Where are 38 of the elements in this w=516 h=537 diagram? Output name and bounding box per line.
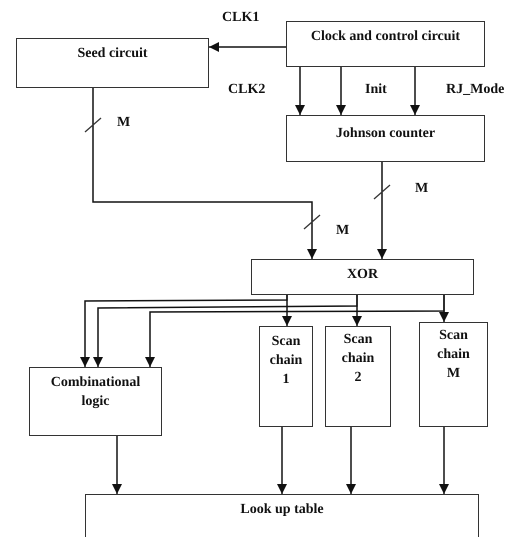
arrow bbox=[439, 427, 449, 494]
edge-label: M bbox=[117, 115, 130, 131]
block-box bbox=[286, 21, 485, 67]
block-label: Look up table bbox=[240, 501, 324, 519]
block-box bbox=[251, 259, 474, 295]
block-box bbox=[85, 494, 479, 537]
edge-label: M bbox=[415, 181, 428, 197]
block-label: Combinational logic bbox=[50, 374, 142, 411]
block-label: Seed circuit bbox=[77, 45, 148, 63]
edge-label: Init bbox=[365, 82, 387, 98]
block-box bbox=[259, 326, 313, 427]
arrow bbox=[282, 295, 292, 326]
arrow bbox=[439, 295, 449, 322]
arrow bbox=[295, 67, 305, 115]
block-label: XOR bbox=[346, 266, 378, 284]
arrow bbox=[277, 427, 287, 494]
edge-label: CLK1 bbox=[222, 10, 260, 26]
block-box bbox=[286, 115, 485, 162]
arrow bbox=[346, 427, 356, 494]
block-box bbox=[16, 38, 209, 88]
arrow bbox=[112, 436, 122, 494]
block-label: Scan chain 2 bbox=[340, 331, 376, 387]
signal-label: M bbox=[336, 223, 350, 239]
arrow bbox=[92, 88, 317, 259]
block-label: Scan chain 1 bbox=[268, 333, 304, 389]
block-label: Johnson counter bbox=[336, 125, 436, 143]
arrow bbox=[410, 67, 420, 115]
edge-label: RJ_Mode bbox=[446, 82, 504, 98]
arrow bbox=[352, 295, 362, 326]
arrow bbox=[377, 162, 387, 259]
block-box bbox=[325, 326, 391, 427]
block-box bbox=[29, 367, 162, 436]
arrow bbox=[336, 67, 346, 115]
block-box bbox=[419, 322, 488, 427]
block-label: Clock and control circuit bbox=[310, 28, 460, 46]
arrow bbox=[209, 42, 286, 52]
block-label: Scan chain M bbox=[436, 327, 471, 383]
edge-label: CLK2 bbox=[228, 82, 266, 98]
